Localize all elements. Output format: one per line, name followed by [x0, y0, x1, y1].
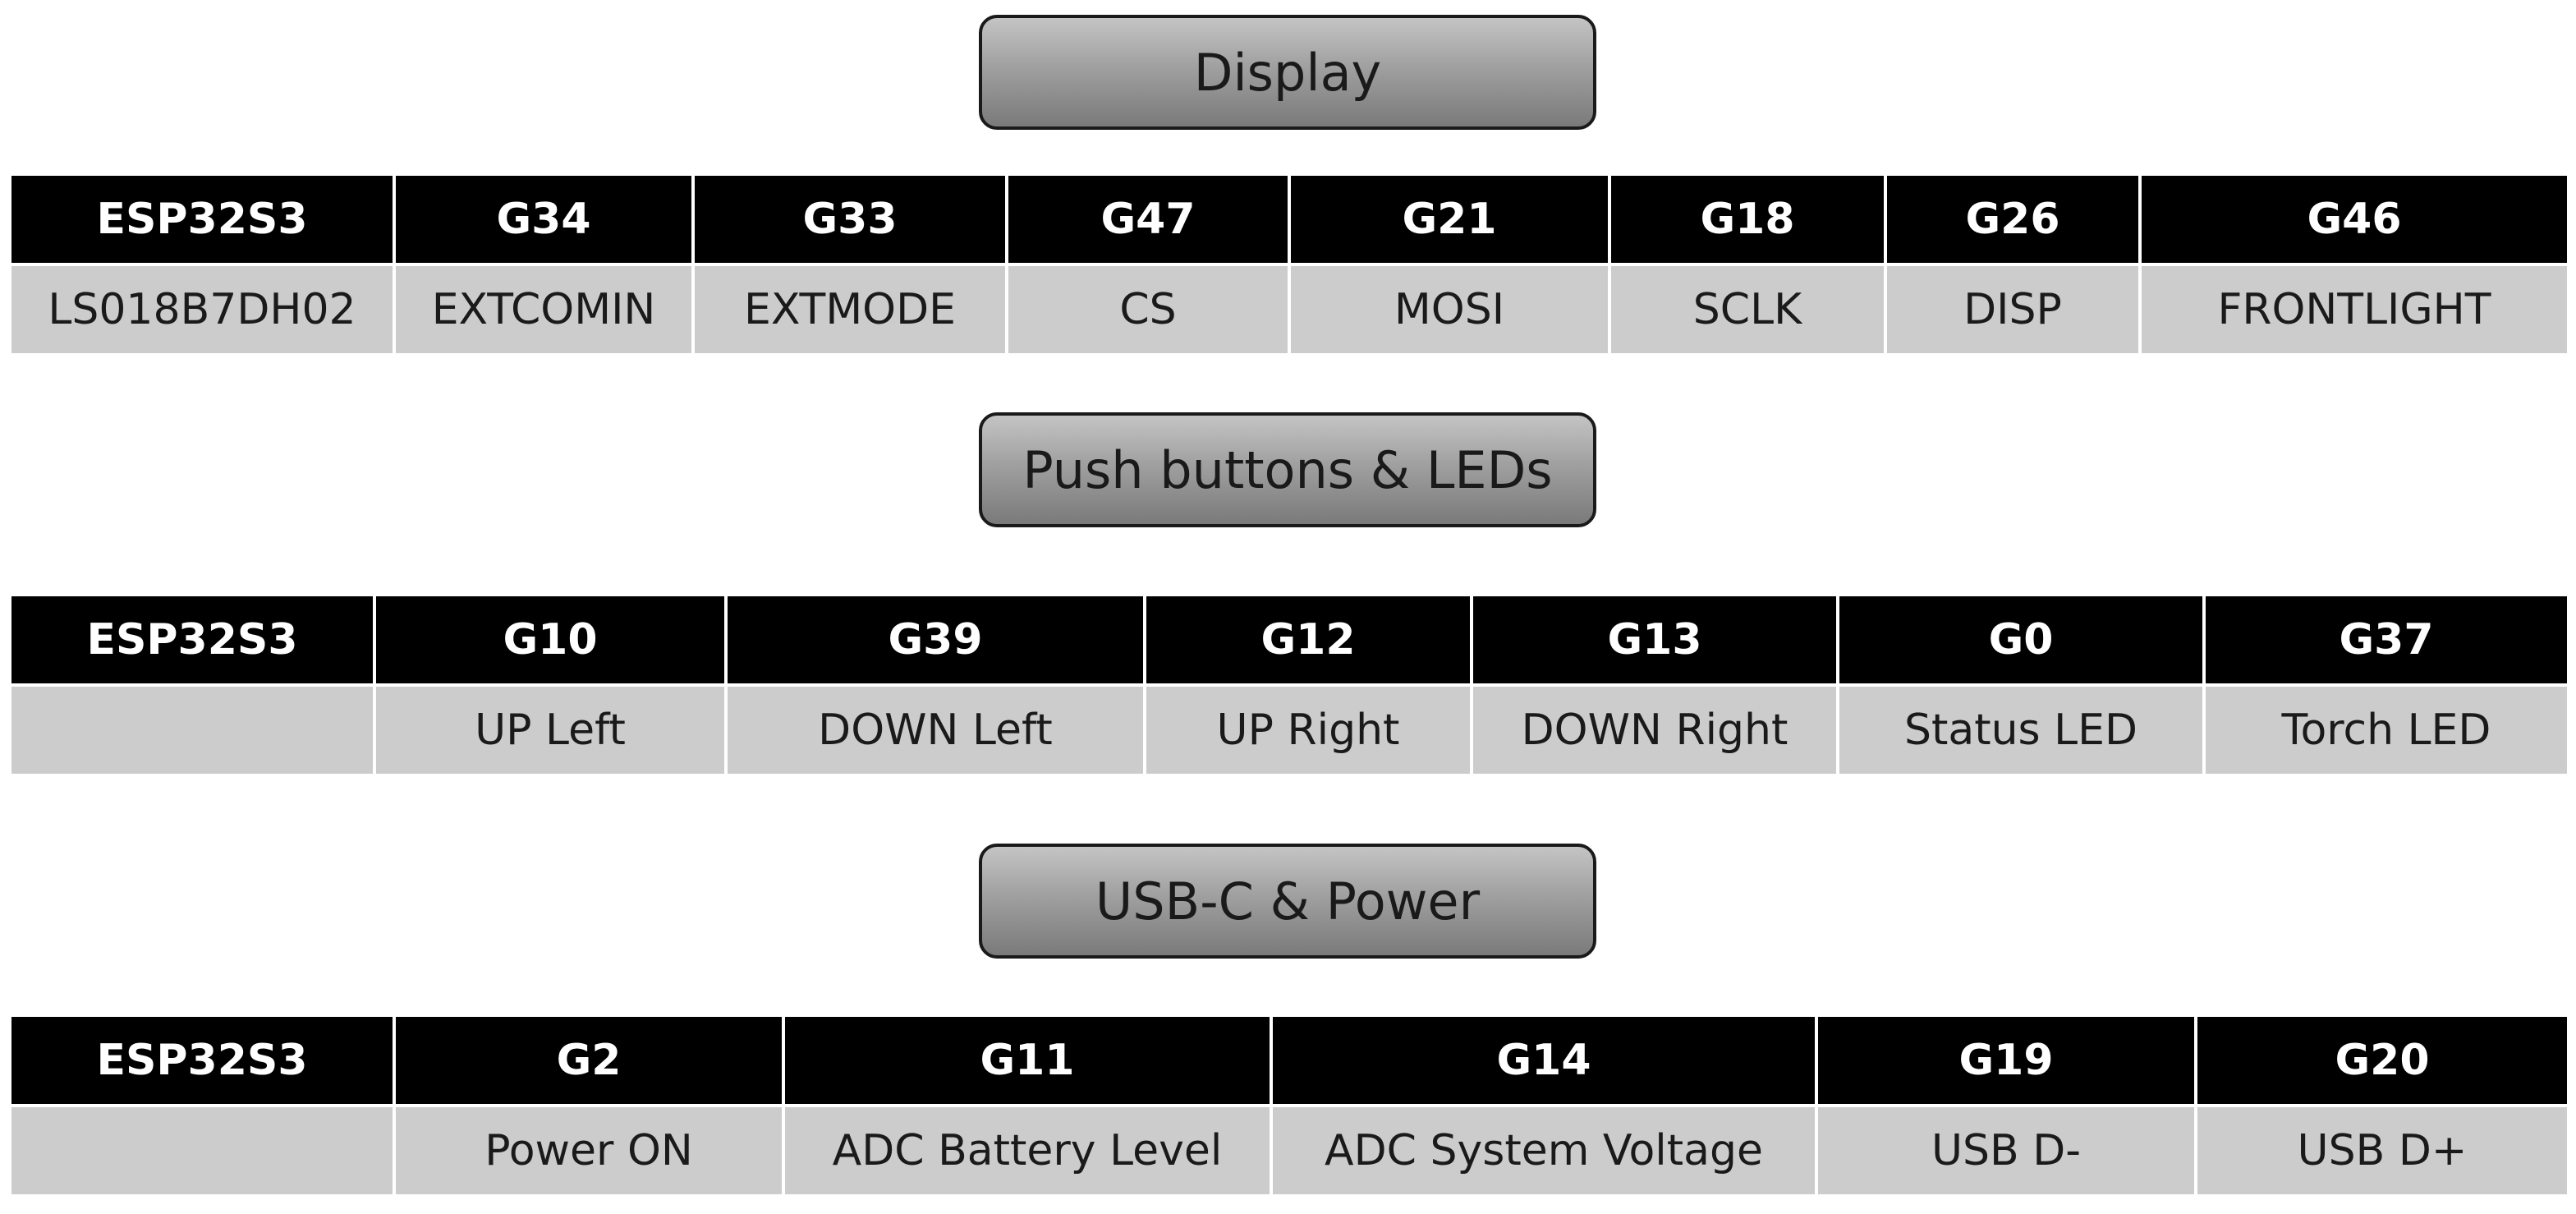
header-cell-chip: ESP32S3 [11, 596, 373, 683]
value-cell-function: Power ON [396, 1107, 782, 1194]
header-cell-pin: G46 [2142, 176, 2567, 263]
table-value-row: LS018B7DH02 EXTCOMIN EXTMODE CS MOSI SCL… [11, 266, 2567, 353]
pin-table-usb-c-power: ESP32S3 G2 G11 G14 G19 G20 Power ON ADC … [8, 1014, 2570, 1198]
table-value-row: Power ON ADC Battery Level ADC System Vo… [11, 1107, 2567, 1194]
value-cell-function: EXTMODE [695, 266, 1005, 353]
value-cell-function: Status LED [1839, 687, 2202, 774]
header-cell-pin: G37 [2206, 596, 2567, 683]
header-cell-pin: G10 [376, 596, 724, 683]
header-cell-pin: G0 [1839, 596, 2202, 683]
header-cell-pin: G13 [1473, 596, 1836, 683]
table-header-row: ESP32S3 G10 G39 G12 G13 G0 G37 [11, 596, 2567, 683]
pin-table-display: ESP32S3 G34 G33 G47 G21 G18 G26 G46 LS01… [8, 172, 2570, 356]
header-cell-pin: G14 [1273, 1017, 1815, 1104]
header-cell-pin: G33 [695, 176, 1005, 263]
value-cell-function: UP Left [376, 687, 724, 774]
pin-table-push-buttons-leds: ESP32S3 G10 G39 G12 G13 G0 G37 UP Left D… [8, 593, 2570, 777]
value-cell-function: FRONTLIGHT [2142, 266, 2567, 353]
header-cell-pin: G12 [1146, 596, 1470, 683]
header-cell-pin: G11 [785, 1017, 1270, 1104]
section-label-push-buttons-leds: Push buttons & LEDs [979, 412, 1596, 527]
header-cell-pin: G21 [1291, 176, 1608, 263]
value-cell-function: MOSI [1291, 266, 1608, 353]
value-cell-device [11, 687, 373, 774]
value-cell-function: Torch LED [2206, 687, 2567, 774]
header-cell-pin: G20 [2197, 1017, 2567, 1104]
value-cell-function: SCLK [1611, 266, 1884, 353]
header-cell-chip: ESP32S3 [11, 1017, 393, 1104]
value-cell-function: DISP [1887, 266, 2138, 353]
table-header-row: ESP32S3 G34 G33 G47 G21 G18 G26 G46 [11, 176, 2567, 263]
value-cell-function: USB D+ [2197, 1107, 2567, 1194]
value-cell-function: CS [1008, 266, 1288, 353]
section-label-display: Display [979, 15, 1596, 130]
value-cell-function: ADC Battery Level [785, 1107, 1270, 1194]
value-cell-device [11, 1107, 393, 1194]
header-cell-pin: G18 [1611, 176, 1884, 263]
header-cell-pin: G47 [1008, 176, 1288, 263]
value-cell-function: ADC System Voltage [1273, 1107, 1815, 1194]
header-cell-chip: ESP32S3 [11, 176, 393, 263]
value-cell-function: UP Right [1146, 687, 1470, 774]
header-cell-pin: G2 [396, 1017, 782, 1104]
section-label-usb-c-power: USB-C & Power [979, 844, 1596, 959]
value-cell-function: DOWN Right [1473, 687, 1836, 774]
header-cell-pin: G19 [1818, 1017, 2194, 1104]
value-cell-function: USB D- [1818, 1107, 2194, 1194]
table-header-row: ESP32S3 G2 G11 G14 G19 G20 [11, 1017, 2567, 1104]
table-value-row: UP Left DOWN Left UP Right DOWN Right St… [11, 687, 2567, 774]
header-cell-pin: G39 [728, 596, 1143, 683]
value-cell-device: LS018B7DH02 [11, 266, 393, 353]
header-cell-pin: G26 [1887, 176, 2138, 263]
value-cell-function: DOWN Left [728, 687, 1143, 774]
value-cell-function: EXTCOMIN [396, 266, 691, 353]
header-cell-pin: G34 [396, 176, 691, 263]
